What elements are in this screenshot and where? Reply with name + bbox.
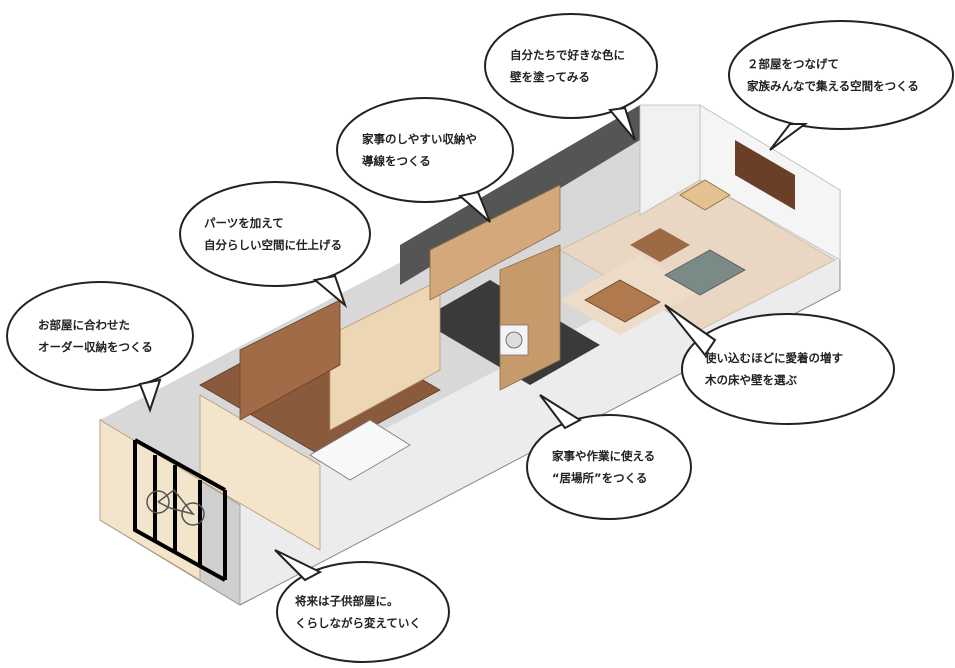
callout-line: 使い込むほどに愛着の増す <box>705 351 843 365</box>
bed <box>309 419 411 481</box>
callout-line: 将来は子供部屋に。 <box>295 594 399 608</box>
kitchen-shelving <box>429 184 561 301</box>
callout-line: 木の床や壁を選ぶ <box>705 373 797 387</box>
callout-line: 壁を塗ってみる <box>510 70 590 84</box>
coffee-table <box>630 228 690 262</box>
bedroom-shelving <box>239 299 341 421</box>
callout-storage: 家事のしやすい収納や 導線をつくる <box>362 128 477 172</box>
dining-table <box>584 279 661 323</box>
callout-line: お部屋に合わせた <box>38 318 130 332</box>
wooden-blind <box>735 140 795 210</box>
bedroom-partition <box>199 394 321 551</box>
callout-wood-floor: 使い込むほどに愛着の増す 木の床や壁を選ぶ <box>705 347 843 391</box>
callout-line: 家族みんなで集える空間をつくる <box>747 79 919 93</box>
callout-line: “居場所”をつくる <box>552 471 648 485</box>
bubble-shapes <box>6 13 954 663</box>
sofa <box>664 249 746 296</box>
callout-line: 自分たちで好きな色に <box>510 48 625 62</box>
callout-line: 導線をつくる <box>362 154 431 168</box>
glass-sliding-doors <box>133 438 227 582</box>
callout-line: くらしながら変えていく <box>295 616 421 630</box>
washer-door <box>505 331 523 349</box>
callout-connect-rooms: ２部屋をつなげて 家族みんなで集える空間をつくる <box>747 53 919 97</box>
callout-line: 家事のしやすい収納や <box>362 132 477 146</box>
callout-order-storage: お部屋に合わせた オーダー収納をつくる <box>38 314 153 358</box>
callout-line: ２部屋をつなげて <box>747 57 839 71</box>
callout-ibasho: 家事や作業に使える “居場所”をつくる <box>552 445 655 489</box>
callout-line: 自分らしい空間に仕上げる <box>204 238 342 252</box>
desk-by-window <box>679 179 731 211</box>
callout-paint-wall: 自分たちで好きな色に 壁を塗ってみる <box>510 44 625 88</box>
callout-line: 家事や作業に使える <box>552 449 656 463</box>
callout-line: オーダー収納をつくる <box>38 340 153 354</box>
bicycle <box>146 488 205 526</box>
center-partition <box>329 279 441 431</box>
callout-parts: パーツを加えて 自分らしい空間に仕上げる <box>204 212 342 256</box>
callout-line: パーツを加えて <box>204 216 284 230</box>
callout-future: 将来は子供部屋に。 くらしながら変えていく <box>295 590 421 634</box>
